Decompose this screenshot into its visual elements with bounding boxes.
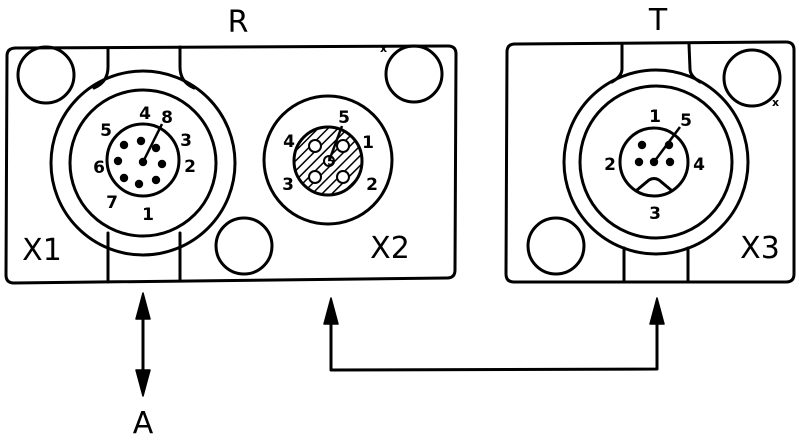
x1-pin-6: 6 [93,158,105,178]
mount-hole-x3-bottom [526,216,586,276]
label-x3: X3 [740,231,780,266]
x3-pin-5: 5 [680,111,692,131]
x1-pin-3: 3 [180,131,192,151]
link-x2-x3 [323,297,665,372]
label-x2: X2 [370,231,410,266]
x1-pin-4: 4 [139,104,151,124]
arrow-x1-to-a [135,292,151,397]
x2-pin-4: 4 [283,132,295,152]
x3-pin-2: 2 [604,155,616,175]
x2-pin-1: 1 [362,133,374,153]
x3-pin-4: 4 [693,155,705,175]
x1-pin-5: 5 [100,121,112,141]
mount-hole-top-right [384,44,444,104]
connector-x3: 1 2 3 4 5 X3 [562,68,780,266]
svg-text:x: x [772,96,779,109]
x2-center-pin: 5 [327,155,335,168]
mount-hole-x3-top [722,48,782,108]
label-x1: X1 [22,233,62,268]
x1-pin-8: 8 [161,108,173,128]
x1-pin-1: 1 [142,205,154,225]
x3-pin-1: 1 [649,107,661,127]
label-a: A [133,406,154,439]
svg-text:x: x [380,42,387,55]
x1-pin-2: 2 [184,157,196,177]
x1-pin-7: 7 [106,193,118,213]
label-r: R [228,5,249,40]
connector-x2: 1 2 3 4 5 5 X2 [262,94,410,266]
mount-hole-bottom-middle [214,216,274,276]
x3-pin-3: 3 [649,204,661,224]
label-t: T [648,3,668,38]
connector-x1: 1 2 3 4 5 6 7 8 X1 [22,69,237,268]
mount-hole-top-left [16,45,76,105]
x2-pin-2: 2 [366,175,378,195]
x2-pin-3: 3 [282,175,294,195]
housing-left: x [4,42,458,285]
x2-pin-5: 5 [338,108,350,128]
